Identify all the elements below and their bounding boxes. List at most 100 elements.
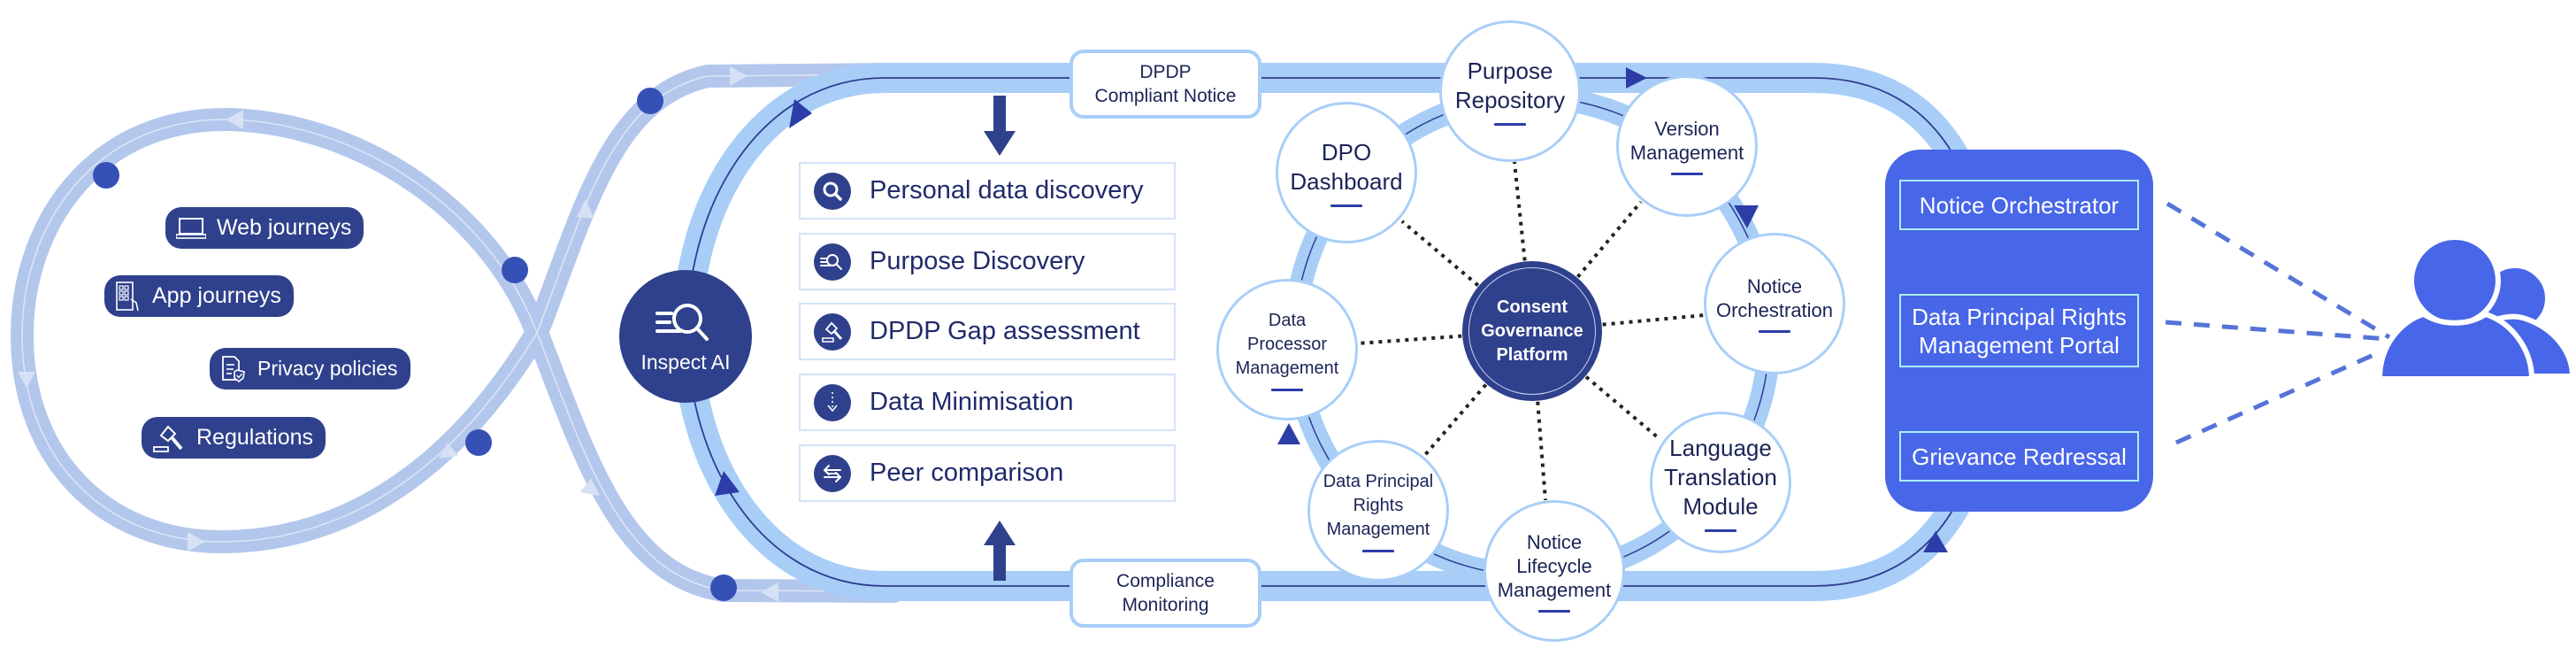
module-version-management: Version Management [1616,75,1758,217]
capability-purpose-discovery: Purpose Discovery [799,233,1176,290]
loop-arrow-icon [439,443,458,459]
underline-bar [1271,388,1303,391]
capability-label: Personal data discovery [870,176,1144,204]
cycle-arrow-icon [789,99,812,128]
underline-bar [1538,609,1570,613]
capability-label: Data Minimisation [870,388,1074,416]
module-data-processor: Data Processor Management [1216,279,1358,420]
module-label: Management [1235,358,1339,378]
capability-data-minimisation: Data Minimisation [799,374,1176,431]
underline-bar [1671,173,1703,175]
policy-document-icon [222,355,245,382]
swap-arrows-icon [814,454,851,492]
source-regulations: Regulations [142,417,326,459]
platform-label: Governance [1481,320,1583,341]
module-label: Rights [1353,495,1404,515]
arrow-down-icon [984,96,1016,156]
label-line: Compliance [1116,571,1215,591]
ring-arrow-icon [1734,205,1759,228]
underline-bar [1362,549,1394,552]
module-notice-lifecycle: Notice Lifecycle Management [1484,500,1625,642]
label-line: DPDP [1139,62,1192,82]
inspect-search-icon [656,303,709,341]
loop-dot [637,88,663,114]
module-label: Management [1497,578,1612,601]
users-icon [2376,235,2576,382]
module-label: Translation [1664,463,1777,490]
source-label: Web journeys [217,215,352,240]
underline-bar [1494,123,1526,126]
capability-dpdp-gap-assessment: DPDP Gap assessment [799,303,1176,360]
loop-dots [93,88,737,601]
loop-dot [93,162,119,189]
discovery-loop-track [10,63,905,603]
output-grievance-redressal: Grievance Redressal [1899,431,2139,482]
loop-arrow-icon [188,532,205,551]
source-label: App journeys [152,283,281,308]
module-label: Lifecycle [1516,554,1592,577]
search-icon [814,172,851,210]
source-app-journeys: App journeys [104,275,294,317]
flow-arrows [984,96,1016,581]
module-language-translation: Language Translation Module [1650,412,1791,553]
outputs-panel [1885,150,2153,512]
cycle-arrow-icon [715,471,740,496]
loop-dot [710,575,737,601]
module-label: Management [1326,519,1430,539]
platform-inner-ring: Consent Governance Platform [1468,267,1596,395]
module-label: Data [1268,310,1307,330]
source-label: Regulations [196,425,314,450]
compliance-monitoring-label: Compliance Monitoring [1070,559,1261,628]
output-label: Management Portal [1919,331,2120,359]
cycle-arrow-icon [1923,531,1948,552]
label-line: Monitoring [1122,595,1209,615]
output-label: Notice Orchestrator [1919,191,2120,219]
inspect-ai-label: Inspect AI [640,350,731,374]
module-label: Language [1669,434,1772,461]
module-label: Version [1654,118,1720,140]
output-notice-orchestrator: Notice Orchestrator [1899,180,2139,230]
capability-peer-comparison: Peer comparison [799,444,1176,502]
gavel-icon [153,425,183,452]
platform-label: Platform [1496,344,1568,365]
module-label: Repository [1454,87,1566,113]
loop-dot [465,429,492,456]
capability-label: DPDP Gap assessment [870,317,1140,345]
arrow-down-icon [814,383,851,421]
module-label: Notice [1746,275,1803,297]
inspect-ai-node: Inspect AI [619,270,752,403]
consent-governance-platform: Consent Governance Platform [1462,261,1602,401]
module-label: Notice [1526,530,1583,553]
delivery-lines [2165,201,2400,445]
underline-bar [1330,204,1362,207]
module-dpo-dashboard: DPO Dashboard [1276,102,1417,243]
module-label: Purpose [1467,58,1553,84]
capability-label: Peer comparison [870,459,1064,487]
capability-personal-data-discovery: Personal data discovery [799,162,1176,220]
dpdp-compliant-notice-label: DPDP Compliant Notice [1070,50,1261,119]
module-label: Dashboard [1290,168,1403,195]
module-data-principal-rights: Data Principal Rights Management [1307,440,1449,582]
cycle-arrow-icon [1626,67,1647,89]
loop-direction-arrows [18,66,778,602]
output-label: Data Principal Rights [1912,303,2127,330]
platform-label: Consent [1497,297,1568,317]
module-notice-orchestration: Notice Orchestration [1704,233,1845,374]
arrow-up-icon [984,521,1016,581]
source-privacy-policies: Privacy policies [210,348,410,389]
output-label: Grievance Redressal [1912,443,2127,470]
mobile-app-icon [116,281,139,311]
loop-arrow-icon [730,66,748,86]
module-label: DPO [1321,139,1372,166]
cycle-direction-arrows [715,67,1948,552]
module-label: Processor [1246,334,1328,354]
module-label: Data Principal [1322,471,1434,491]
loop-arrow-icon [580,478,600,496]
capability-label: Purpose Discovery [870,247,1085,275]
laptop-icon [176,217,206,239]
source-web-journeys: Web journeys [165,207,364,249]
source-label: Privacy policies [257,357,398,380]
fast-search-icon [814,243,851,281]
loop-arrow-icon [18,372,35,388]
output-data-principal-rights-portal: Data Principal Rights Management Portal [1899,294,2139,367]
